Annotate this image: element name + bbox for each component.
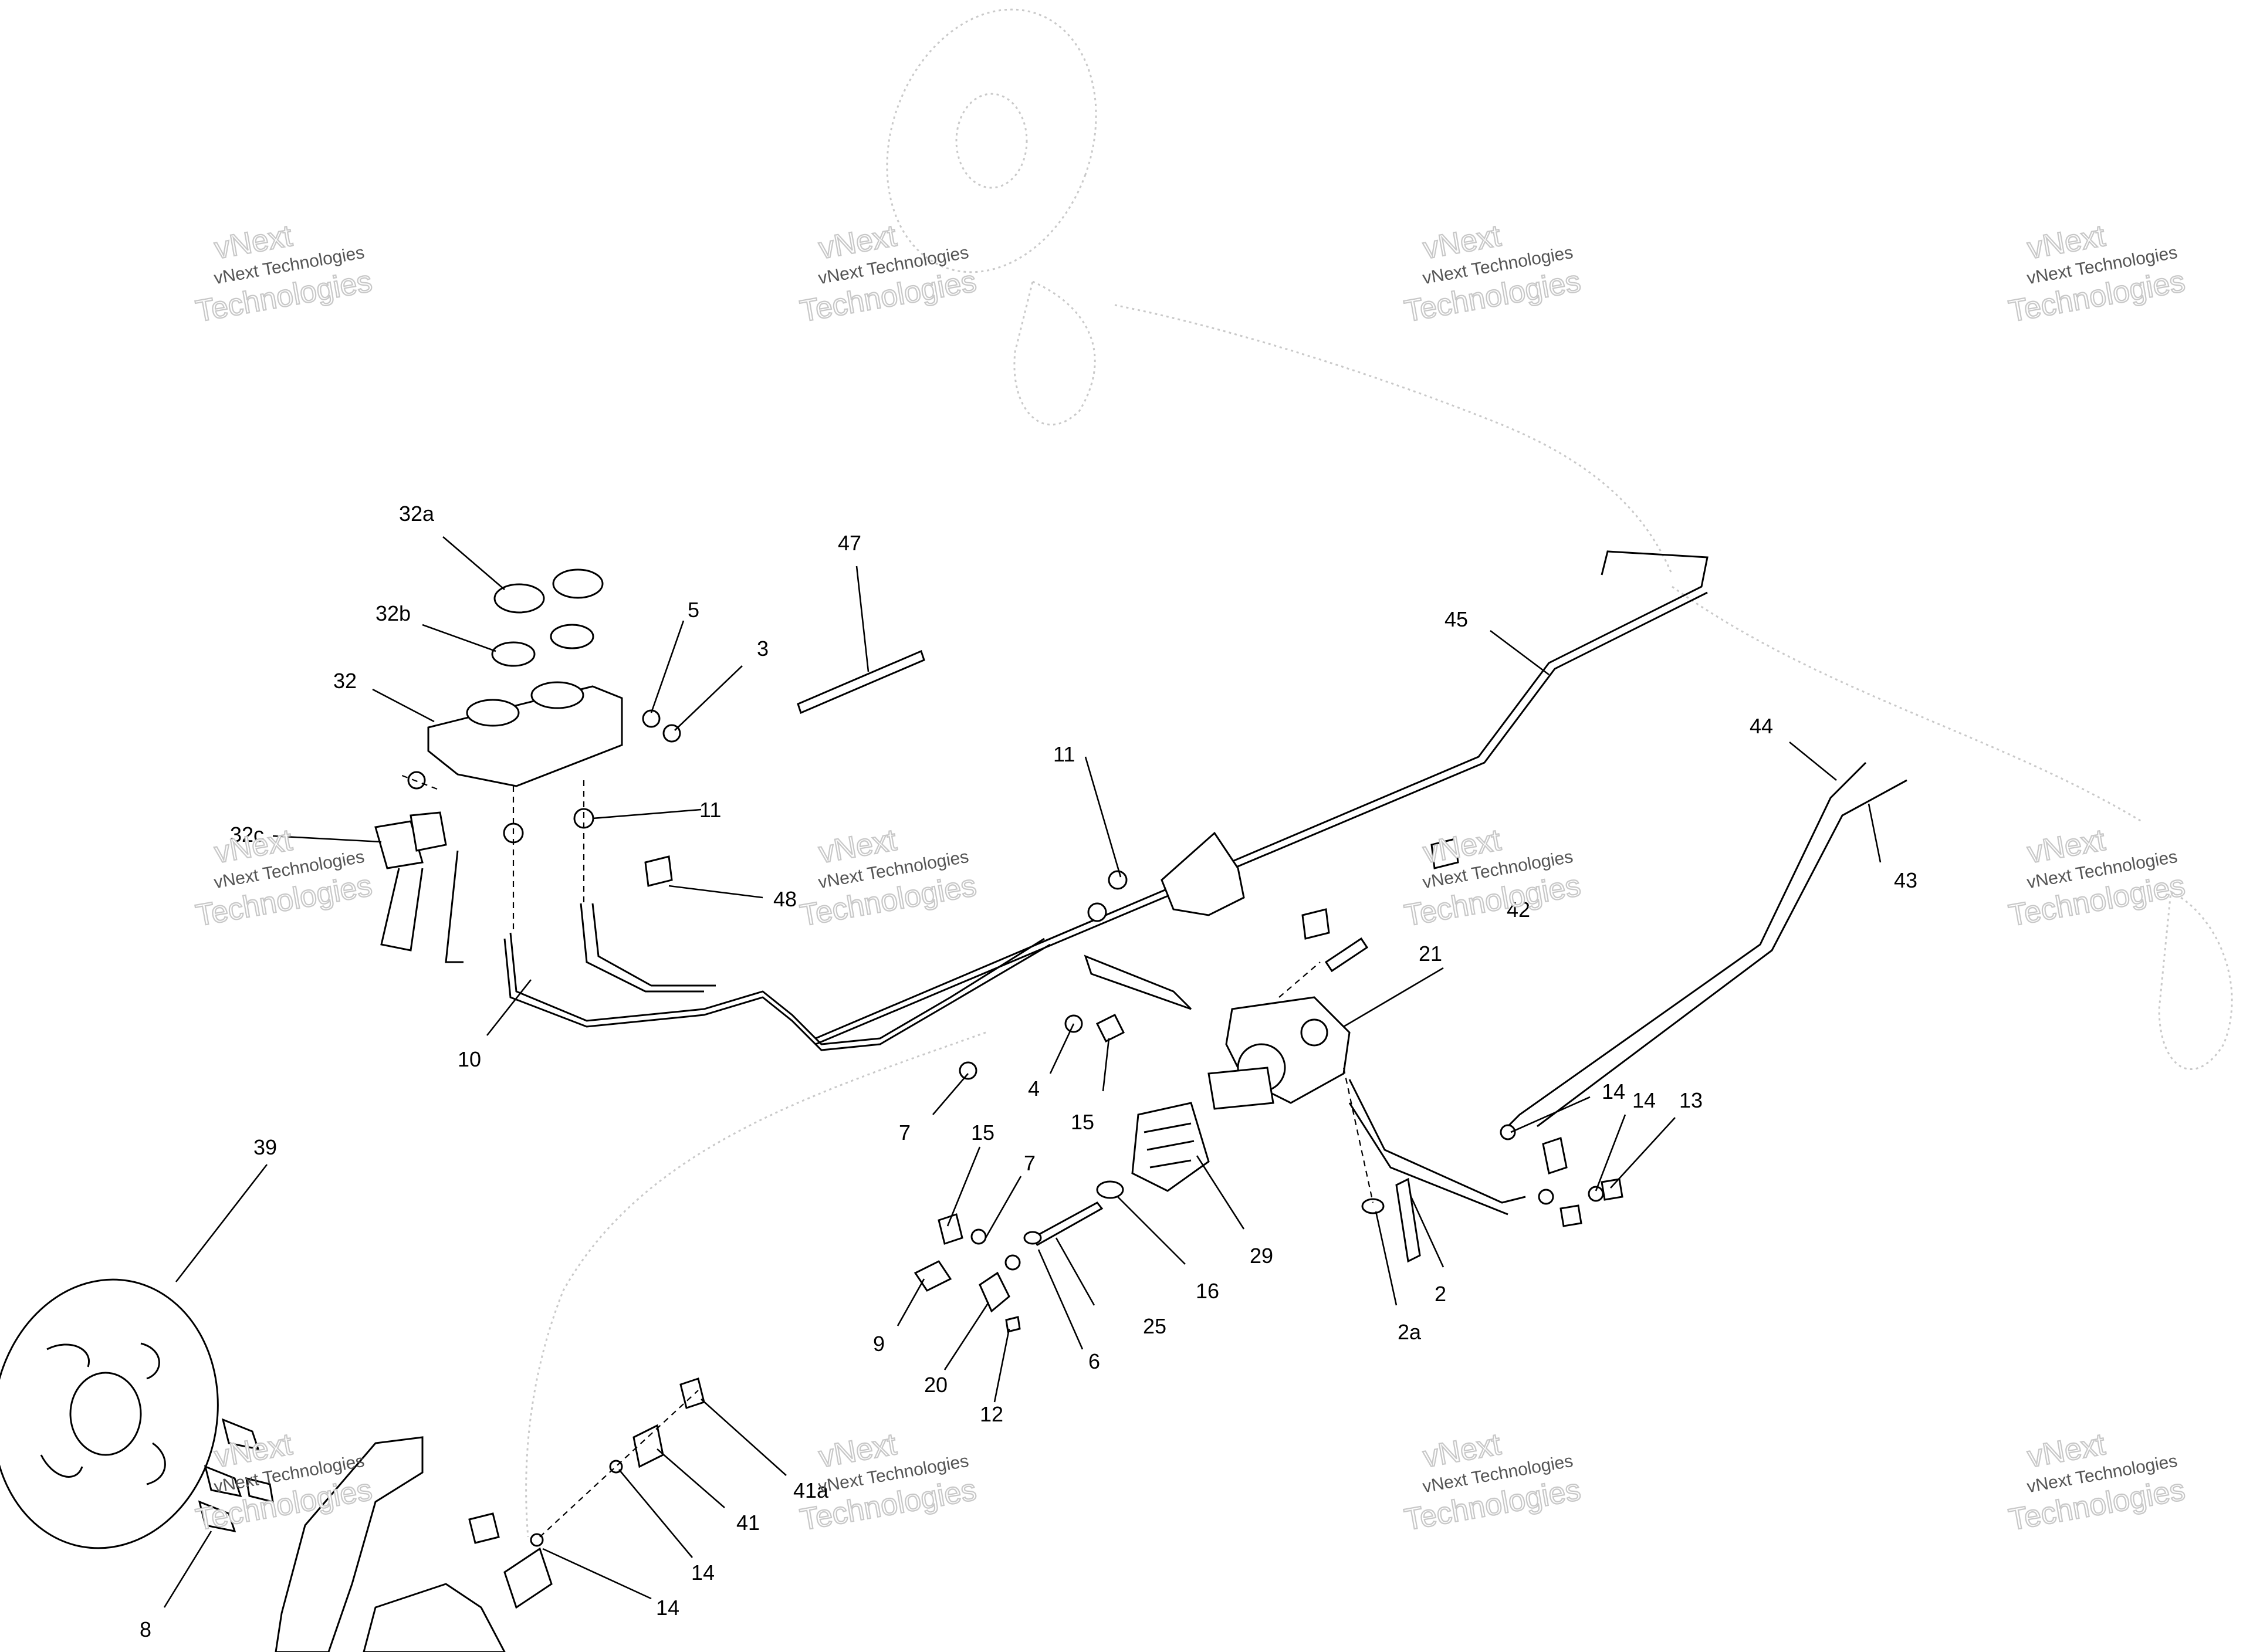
- boot-29: [1131, 1102, 1210, 1192]
- callout-8: 8: [140, 1617, 151, 1641]
- callout-45: 45: [1445, 607, 1468, 631]
- callout-14-b: 14: [1632, 1088, 1656, 1112]
- callout-32c: 32c: [230, 822, 264, 847]
- watermark-7: vNext vNext Technologies Technologies: [1401, 822, 1584, 934]
- callout-5: 5: [688, 598, 699, 622]
- bolt-2: [1395, 1177, 1421, 1263]
- washer-2a: [1361, 1198, 1385, 1214]
- reservoir-body: [427, 685, 623, 787]
- callout-44: 44: [1750, 714, 1773, 738]
- callout-32a: 32a: [399, 502, 435, 526]
- brake-line-hose-10: [509, 932, 1045, 1045]
- caliper-assembly: [275, 1377, 705, 1652]
- callout-11-lower: 11: [699, 798, 721, 822]
- watermark-5: vNext vNext Technologies Technologies: [192, 822, 375, 934]
- callout-3: 3: [757, 637, 769, 661]
- clip-48: [644, 855, 673, 887]
- callout-10: 10: [458, 1047, 481, 1071]
- callout-labels: 32a 32b 32 32c 5 3 11 47 48 10 45 44 43 …: [140, 502, 1917, 1641]
- bolts-8: [198, 1418, 274, 1532]
- rear-brake-line: [1348, 1079, 1526, 1204]
- reservoir-cap-right: [552, 568, 604, 599]
- pin-12: [1005, 1316, 1021, 1333]
- callout-14-d: 14: [656, 1596, 679, 1620]
- callout-14-c: 14: [691, 1560, 715, 1585]
- watermark-3: vNext vNext Technologies Technologies: [1401, 218, 1584, 330]
- leader-lines: [163, 536, 1882, 1608]
- callout-4: 4: [1028, 1076, 1040, 1101]
- callout-43: 43: [1894, 868, 1917, 892]
- callout-7-left: 7: [899, 1120, 911, 1145]
- callout-32b: 32b: [376, 601, 411, 625]
- reservoir-diaphragm-left: [491, 641, 536, 667]
- pushrod-25: [1031, 1201, 1104, 1246]
- callout-6: 6: [1088, 1349, 1100, 1373]
- reservoir-cap-left: [493, 583, 545, 614]
- callout-39: 39: [253, 1135, 277, 1159]
- watermark-11: vNext vNext Technologies Technologies: [1401, 1427, 1584, 1538]
- ghosted-background-parts: [525, 8, 2233, 1538]
- callout-41: 41: [736, 1511, 760, 1535]
- bracket-14: [1542, 1137, 1568, 1174]
- brake-disc-39: [0, 1278, 219, 1549]
- callout-2: 2: [1435, 1282, 1446, 1306]
- watermark-6: vNext vNext Technologies Technologies: [797, 822, 979, 934]
- callout-32: 32: [333, 669, 357, 693]
- callout-11-upper: 11: [1053, 742, 1075, 766]
- callout-41a: 41a: [793, 1478, 829, 1502]
- cap-41a: [679, 1377, 705, 1409]
- clip-42: [1301, 908, 1330, 940]
- watermark-1: vNext vNext Technologies Technologies: [192, 218, 375, 330]
- callout-21: 21: [1419, 942, 1442, 966]
- bolt-13: [1601, 1178, 1623, 1201]
- callout-14-a: 14: [1602, 1079, 1625, 1103]
- clevis-20: [979, 1271, 1010, 1313]
- callout-15-upper: 15: [1071, 1110, 1094, 1134]
- reservoir-diaphragm-right: [550, 624, 594, 649]
- brake-line-44: [1507, 761, 1867, 1128]
- master-cylinder-assembly: [914, 831, 1623, 1333]
- bleeder-41: [632, 1424, 664, 1468]
- washer-16: [1096, 1180, 1124, 1199]
- bolt-21: [1324, 937, 1369, 973]
- clip-15-lower: [938, 1213, 963, 1245]
- callout-48: 48: [773, 887, 797, 911]
- callout-7-right: 7: [1024, 1151, 1036, 1175]
- callout-12: 12: [980, 1402, 1003, 1426]
- callout-47: 47: [838, 531, 861, 555]
- callout-29: 29: [1250, 1244, 1273, 1268]
- reservoir-assembly: [374, 568, 681, 963]
- callout-25: 25: [1143, 1314, 1166, 1338]
- callout-13: 13: [1679, 1088, 1703, 1112]
- watermark-8: vNext vNext Technologies Technologies: [2005, 822, 2188, 934]
- watermark-4: vNext vNext Technologies Technologies: [2005, 218, 2188, 330]
- reservoir-sensor: [374, 820, 424, 869]
- callout-9: 9: [873, 1332, 885, 1356]
- callout-20: 20: [924, 1373, 948, 1397]
- rod-47: [797, 649, 925, 715]
- callout-42: 42: [1507, 898, 1530, 922]
- clamp-15-upper: [1095, 1013, 1125, 1043]
- callout-2a: 2a: [1398, 1320, 1422, 1344]
- watermark-2: vNext vNext Technologies Technologies: [797, 218, 979, 330]
- brake-lines: [503, 550, 1907, 1216]
- watermark-10: vNext vNext Technologies Technologies: [797, 1427, 979, 1538]
- brake-line-bundle: [1084, 954, 1192, 1010]
- clip-9: [914, 1260, 952, 1292]
- callout-15-lower: 15: [971, 1120, 994, 1145]
- bracket-11-upper: [1161, 831, 1245, 916]
- callout-16: 16: [1196, 1279, 1219, 1303]
- watermark-12: vNext vNext Technologies Technologies: [2005, 1427, 2188, 1538]
- brake-line-45: [815, 550, 1709, 1040]
